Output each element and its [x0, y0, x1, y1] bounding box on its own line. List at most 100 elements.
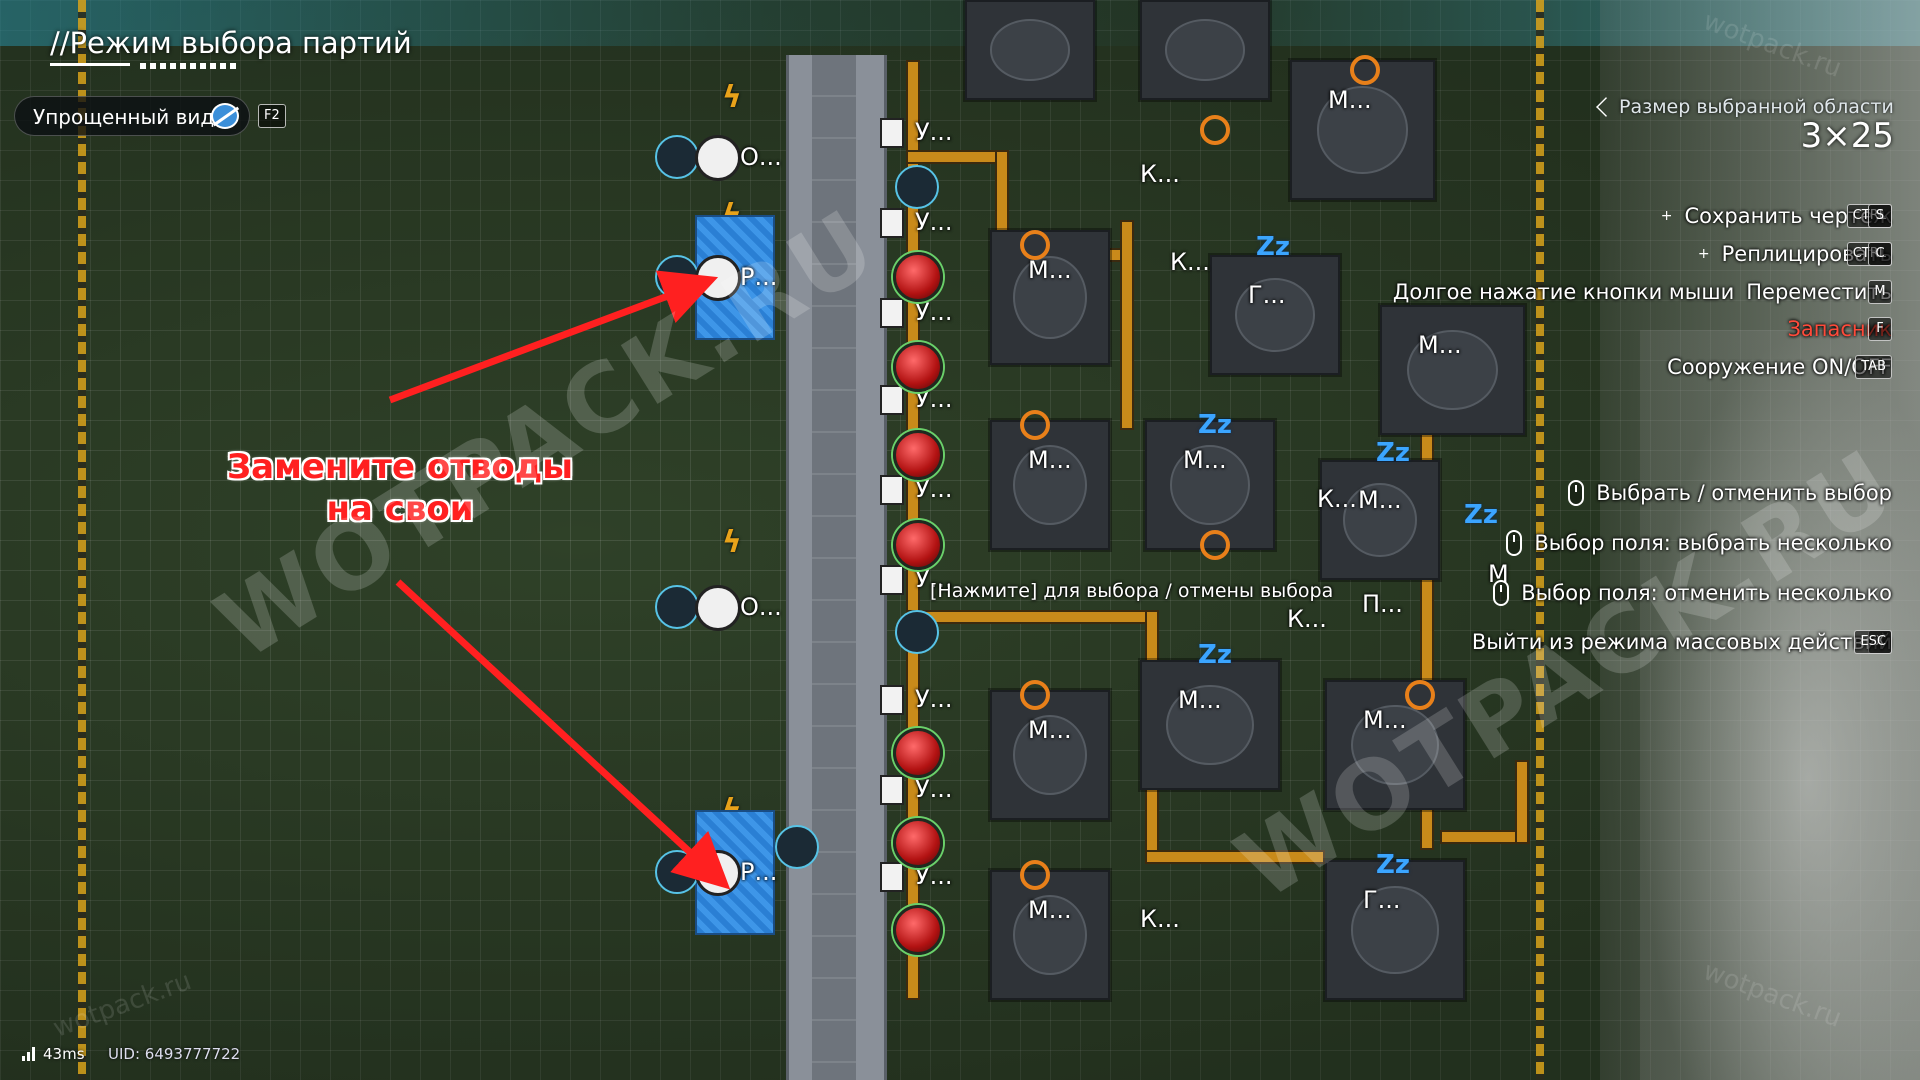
item-node-icon[interactable]	[895, 610, 939, 654]
shortcut-label: Сооружение ON/OFF	[1667, 355, 1892, 379]
factory-building[interactable]	[1140, 0, 1270, 100]
factory-building[interactable]: Г...	[1325, 860, 1465, 1000]
factory-building[interactable]: М...	[1320, 460, 1440, 580]
conveyor-belt[interactable]	[1515, 760, 1529, 844]
mouse-icon	[1568, 480, 1585, 506]
triangle-icon[interactable]	[695, 135, 741, 181]
conveyor-belt[interactable]	[1145, 850, 1325, 864]
factory-building[interactable]: М...	[1325, 680, 1465, 810]
node-label: К...	[1317, 485, 1357, 513]
building-label: М...	[1028, 446, 1072, 474]
page-title: //Режим выбора партий	[50, 26, 412, 60]
shortcut-move[interactable]: Долгое нажатие кнопки мыши M Переместить	[1387, 277, 1892, 307]
node-label: К...	[1287, 605, 1327, 633]
shortcut-label: Переместить	[1746, 280, 1892, 304]
factory-building[interactable]: М...	[1140, 660, 1280, 790]
sleep-icon: Zz	[1198, 640, 1232, 670]
factory-building[interactable]: М...	[1380, 305, 1525, 435]
building-label: М...	[1418, 331, 1462, 359]
shortcut-select[interactable]: Выбрать / отменить выбор	[1568, 478, 1892, 508]
select-tooltip: [Нажмите] для выбора / отмены выбора	[930, 580, 1334, 602]
sleep-icon: Zz	[1256, 232, 1290, 262]
crystal-icon[interactable]	[655, 585, 699, 629]
factory-building[interactable]	[965, 0, 1095, 100]
shortcut-replicate[interactable]: CTRL + C Реплицировать	[1698, 239, 1892, 269]
shortcut-exit[interactable]: X ESC Выйти из режима массовых действий	[1466, 627, 1892, 657]
splitter-icon[interactable]	[880, 862, 904, 892]
sleep-icon: Zz	[1376, 438, 1410, 468]
ruby-ore-icon[interactable]	[893, 342, 943, 392]
triangle-icon[interactable]	[695, 585, 741, 631]
plus-icon: +	[1697, 246, 1710, 262]
splitter-icon[interactable]	[880, 685, 904, 715]
power-ring-icon	[1200, 530, 1230, 560]
arrow-down	[395, 579, 731, 890]
shortcut-storage[interactable]: F Запасник	[1781, 314, 1892, 344]
shortcut-label: Выйти из режима массовых действий	[1471, 630, 1892, 654]
sleep-icon: Zz	[1198, 410, 1232, 440]
ruby-ore-icon[interactable]	[893, 905, 943, 955]
area-size-value: 3×25	[1800, 116, 1894, 156]
factory-building[interactable]: М...	[990, 230, 1110, 365]
simple-view-button[interactable]: Упрощенный вид	[14, 96, 250, 136]
splitter-icon[interactable]	[880, 118, 904, 148]
ruby-ore-icon[interactable]	[893, 728, 943, 778]
splitter-icon[interactable]	[880, 475, 904, 505]
shortcut-label: Выбор поля: отменить несколько	[1521, 581, 1892, 605]
splitter-label: У...	[915, 685, 953, 713]
shortcut-box-deselect[interactable]: Выбор поля: отменить несколько	[1493, 578, 1892, 608]
key-f: F	[1868, 317, 1892, 341]
node-label: О...	[740, 143, 782, 171]
hazard-stripe-right	[1536, 0, 1544, 1080]
mouse-icon	[1506, 530, 1523, 556]
key-esc: ESC	[1854, 630, 1892, 654]
building-label: М...	[1328, 86, 1372, 114]
item-node-icon[interactable]	[895, 165, 939, 209]
building-label: М...	[1183, 446, 1227, 474]
factory-building[interactable]: М...	[990, 420, 1110, 550]
ruby-ore-icon[interactable]	[893, 818, 943, 868]
eye-hidden-icon	[211, 103, 239, 129]
mouse-icon	[1493, 580, 1510, 606]
fog-cloud	[1640, 330, 1920, 1080]
power-ring-icon	[1405, 680, 1435, 710]
crystal-icon[interactable]	[775, 825, 819, 869]
shortcut-label: Выбрать / отменить выбор	[1596, 481, 1892, 505]
power-ring-icon	[1020, 680, 1050, 710]
factory-building[interactable]: М...	[990, 690, 1110, 820]
splitter-label: У...	[915, 298, 953, 326]
ruby-ore-icon[interactable]	[893, 430, 943, 480]
splitter-icon[interactable]	[880, 775, 904, 805]
building-label: М...	[1358, 486, 1402, 514]
key-m: M	[1868, 280, 1892, 304]
building-label: М...	[1028, 256, 1072, 284]
power-ring-icon	[1200, 115, 1230, 145]
key-c: C	[1868, 242, 1892, 266]
splitter-label: У...	[915, 775, 953, 803]
annotation-text: Замените отводы на свои	[200, 446, 600, 530]
ping-value: 43ms	[43, 1045, 85, 1063]
node-label: К...	[1140, 905, 1180, 933]
ruby-ore-icon[interactable]	[893, 520, 943, 570]
conveyor-belt[interactable]	[1120, 220, 1134, 430]
area-size-label: Размер выбранной области	[1619, 96, 1894, 118]
conveyor-belt[interactable]	[1440, 830, 1530, 844]
shortcut-save-blueprint[interactable]: CTRL + S Сохранить чертеж	[1661, 201, 1892, 231]
factory-building[interactable]: М...	[990, 870, 1110, 1000]
splitter-icon[interactable]	[880, 565, 904, 595]
building-label: М...	[1363, 706, 1407, 734]
power-ring-icon	[1020, 230, 1050, 260]
splitter-icon[interactable]	[880, 385, 904, 415]
ruby-ore-icon[interactable]	[893, 252, 943, 302]
splitter-icon[interactable]	[880, 298, 904, 328]
simple-view-label: Упрощенный вид	[33, 105, 215, 129]
factory-building[interactable]: Г...	[1210, 255, 1340, 375]
splitter-icon[interactable]	[880, 208, 904, 238]
shortcut-box-select[interactable]: Выбор поля: выбрать несколько	[1506, 528, 1892, 558]
shortcut-building-toggle[interactable]: TAB Сооружение ON/OFF	[1661, 352, 1892, 382]
node-label: К...	[1140, 160, 1180, 188]
building-label: Г...	[1248, 281, 1286, 309]
power-bolt-icon: ϟ	[722, 525, 742, 560]
sleep-icon: Zz	[1376, 850, 1410, 880]
